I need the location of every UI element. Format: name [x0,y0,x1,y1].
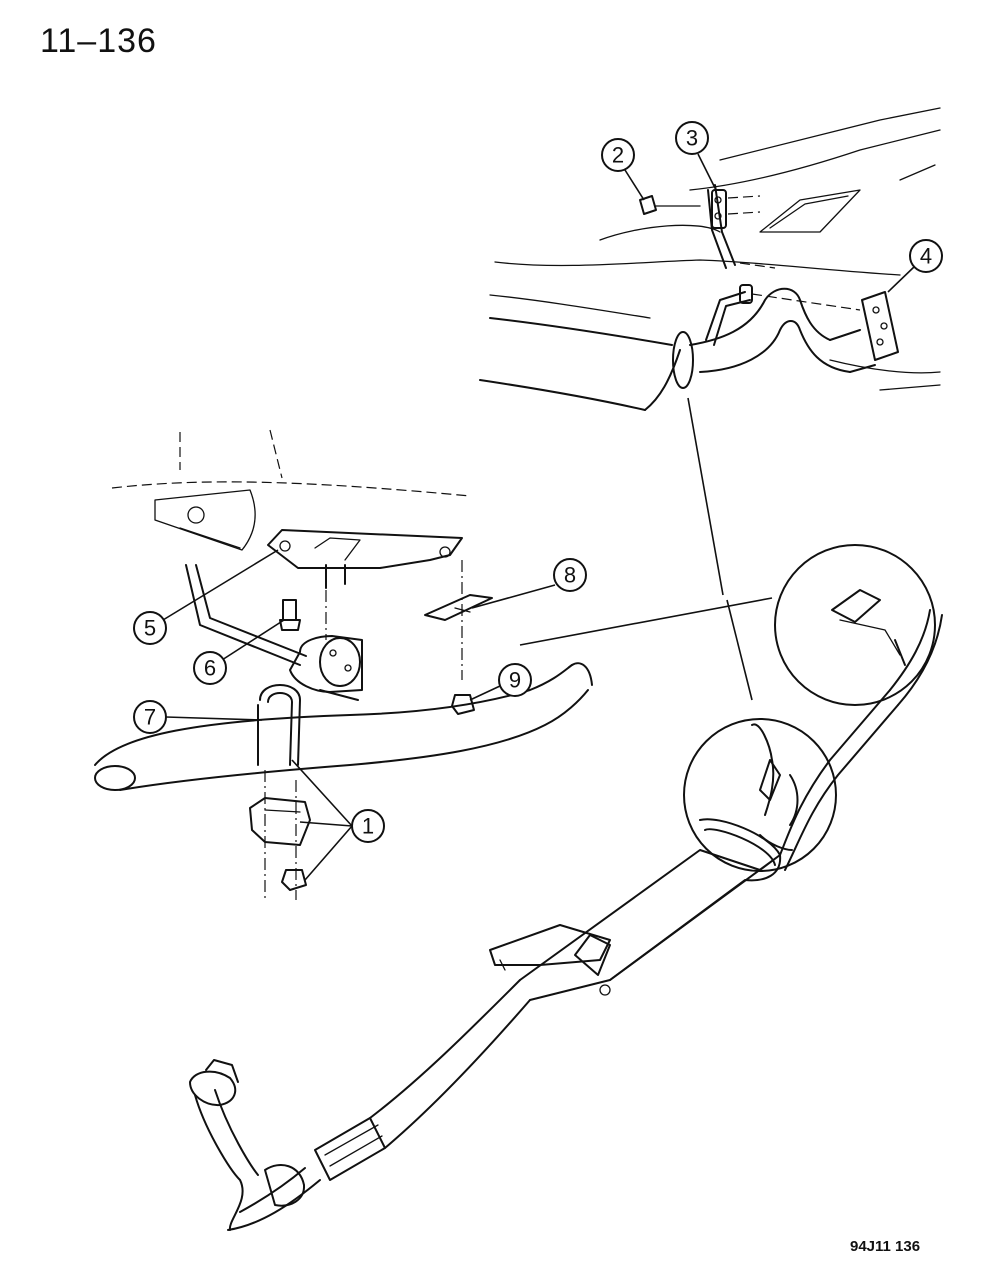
callout-4-label: 4 [920,244,932,269]
callout-2: 2 [601,138,645,201]
callout-1-label: 1 [362,814,374,839]
callout-3: 3 [675,121,717,191]
callout-9-label: 9 [509,668,521,693]
drawing-code: 94J11 136 [850,1238,921,1255]
callout-4: 4 [887,239,943,293]
callout-3-label: 3 [686,126,698,151]
exhaust-assembly [189,397,943,1231]
callout-5: 5 [133,549,279,645]
callout-1: 1 [291,759,385,881]
page-number: 11–136 [40,22,157,60]
detail-circle-front [774,544,936,706]
callout-9: 9 [469,663,532,701]
callout-7: 7 [133,700,263,734]
detail-circle-rear [683,718,837,872]
callout-8-label: 8 [564,563,576,588]
callout-6-label: 6 [204,656,216,681]
rear-hanger-detail [479,107,941,411]
callout-5-label: 5 [144,616,156,641]
callout-2-label: 2 [612,143,624,168]
callout-6: 6 [193,619,285,685]
callout-8: 8 [471,558,587,609]
front-hanger-detail [94,429,593,900]
callout-7-label: 7 [144,705,156,730]
